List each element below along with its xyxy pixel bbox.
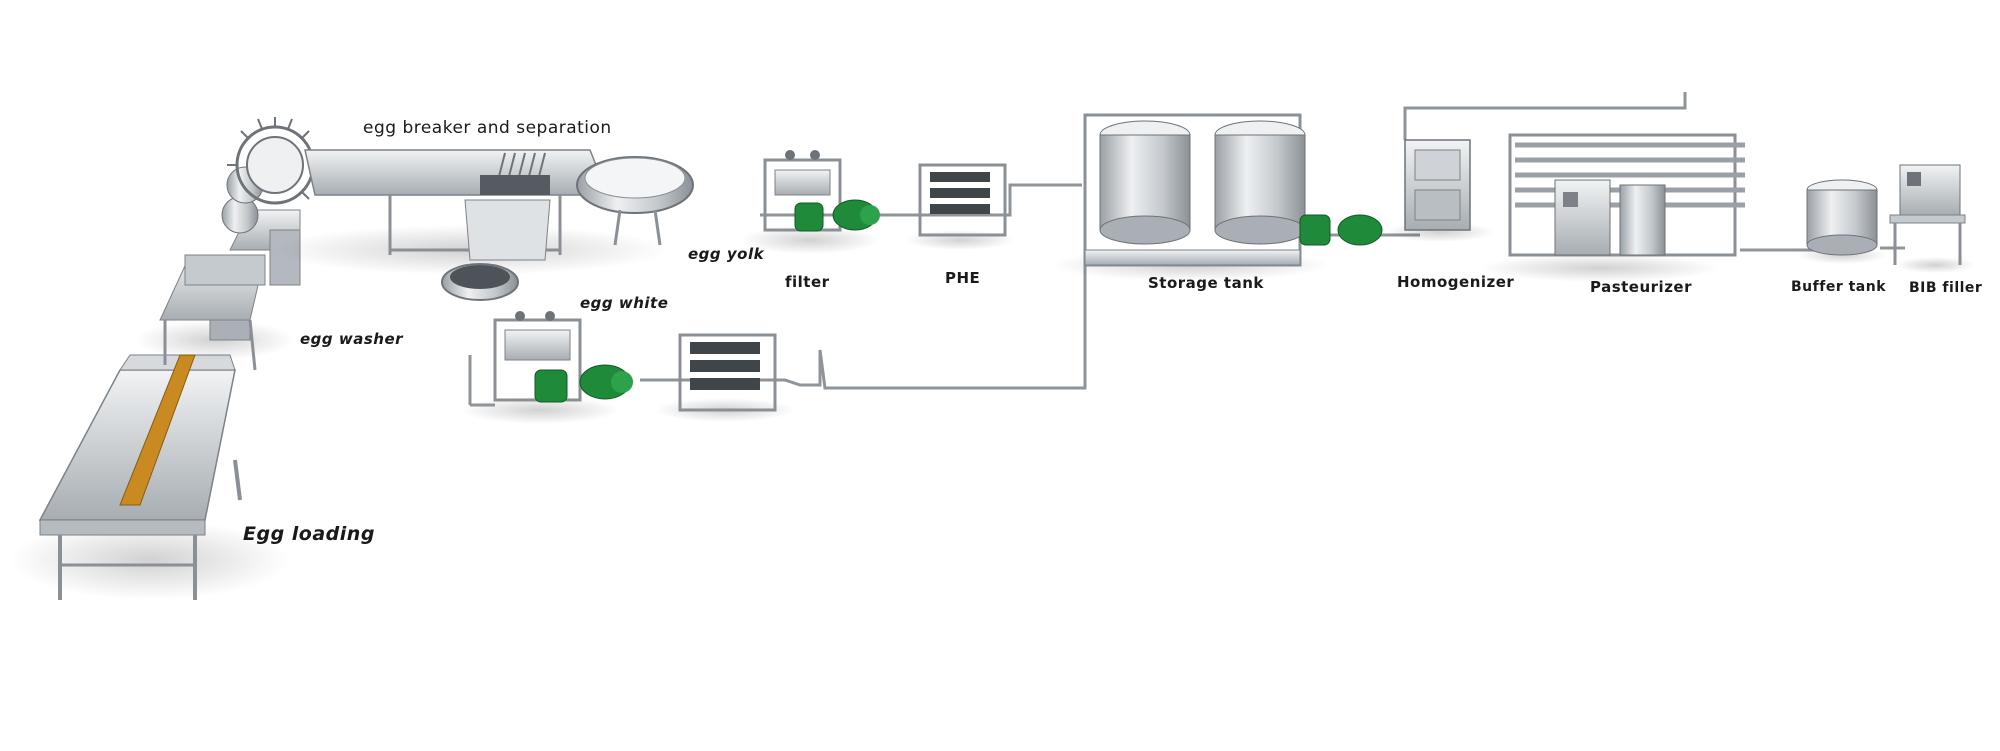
bib-filler-unit — [1889, 164, 1975, 273]
label-filter: filter — [785, 273, 830, 291]
egg-breaker-unit — [227, 117, 694, 301]
phe-white-unit — [655, 333, 795, 422]
egg-loading-unit — [10, 354, 290, 600]
egg-washer-unit — [135, 166, 301, 371]
label-buffer-tank: Buffer tank — [1791, 279, 1887, 295]
label-egg-breaker: egg breaker and separation — [363, 118, 612, 138]
label-egg-white: egg white — [580, 294, 669, 312]
white-filter-unit — [460, 311, 633, 424]
pasteurizer-unit — [1480, 133, 1745, 282]
label-pasteurizer: Pasteurizer — [1590, 278, 1693, 296]
label-bib-filler: BIB filler — [1909, 280, 1983, 296]
storage-tank-unit — [1050, 113, 1383, 281]
yolk-filter-unit — [740, 150, 880, 254]
label-homogenizer: Homogenizer — [1397, 273, 1515, 291]
label-storage-tank: Storage tank — [1148, 274, 1264, 292]
label-phe: PHE — [945, 269, 981, 287]
label-egg-washer: egg washer — [300, 330, 404, 348]
phe-yolk-unit — [905, 163, 1015, 250]
pipe-overhead — [1403, 92, 1687, 140]
label-egg-loading: Egg loading — [243, 523, 375, 545]
homogenizer-unit — [1385, 139, 1495, 242]
buffer-tank-unit — [1797, 179, 1887, 264]
label-egg-yolk: egg yolk — [688, 245, 765, 263]
